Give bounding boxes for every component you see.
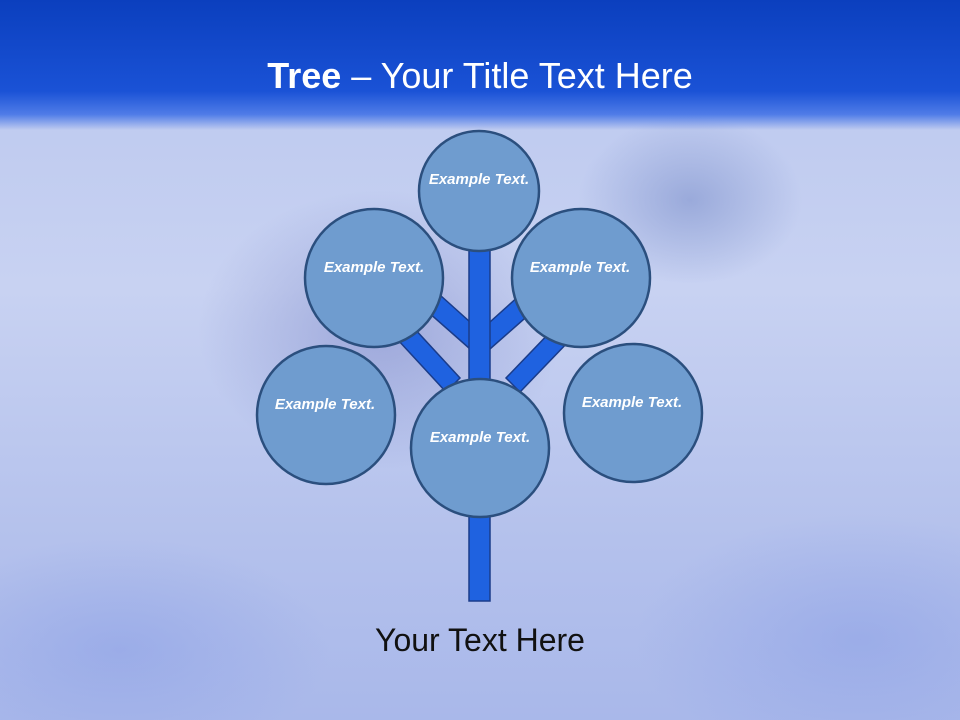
node-label-lower-right: Example Text. — [581, 394, 683, 411]
node-label-top: Example Text. — [428, 171, 530, 188]
node-label-lower-left: Example Text. — [274, 396, 376, 413]
node-label-center: Example Text. — [429, 429, 531, 446]
title-rest: Your Title Text Here — [380, 55, 693, 96]
node-circle-upper-left[interactable] — [303, 207, 445, 349]
header-band — [0, 0, 960, 130]
node-circle-center[interactable] — [409, 377, 551, 519]
tree-nodes — [255, 129, 704, 519]
node-circle-upper-right[interactable] — [510, 207, 652, 349]
title-bold: Tree — [267, 55, 342, 96]
node-circle-lower-right[interactable] — [562, 342, 704, 484]
slide-caption: Your Text Here — [375, 622, 585, 658]
node-label-upper-right: Example Text. — [529, 259, 631, 276]
slide-title: Tree – Your Title Text Here — [0, 54, 960, 98]
node-circle-top[interactable] — [417, 129, 541, 253]
node-circle-lower-left[interactable] — [255, 344, 397, 486]
title-dash: – — [341, 55, 381, 96]
node-label-upper-left: Example Text. — [323, 259, 425, 276]
